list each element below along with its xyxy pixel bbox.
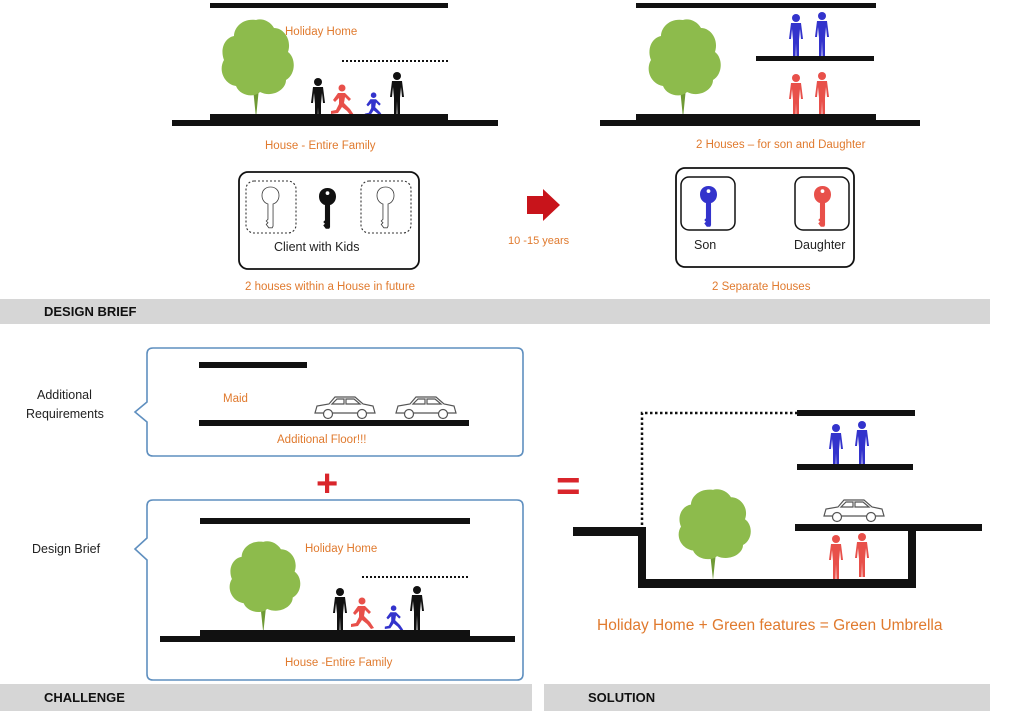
- upper-floor-line: [756, 56, 874, 61]
- person-icon: [815, 12, 829, 56]
- time-arrow: 10 -15 years: [508, 189, 570, 247]
- person-icon: [789, 14, 803, 58]
- design-brief-callout: Design Brief Holiday Home House -Entire …: [32, 499, 524, 681]
- callout-box: [133, 347, 524, 457]
- person-icon: [815, 72, 829, 116]
- holiday-home-label: Holiday Home: [305, 543, 377, 555]
- two-houses-caption: 2 Houses – for son and Daughter: [696, 139, 866, 151]
- two-houses-within-caption: 2 houses within a House in future: [245, 281, 415, 293]
- roof-line: [210, 3, 448, 8]
- holiday-home-label: Holiday Home: [285, 26, 357, 38]
- additional-floor-caption: Additional Floor!!!: [277, 434, 367, 446]
- keyhole: [820, 189, 825, 193]
- son-label: Son: [694, 238, 716, 252]
- middle-floor-line: [797, 464, 913, 470]
- two-separate-houses-caption: 2 Separate Houses: [712, 281, 811, 293]
- roof-line: [636, 3, 876, 8]
- tree-icon: [678, 489, 751, 580]
- person-icon: [789, 74, 803, 118]
- challenge-bar: [0, 684, 532, 711]
- solution-header: SOLUTION: [588, 690, 655, 705]
- years-label: 10 -15 years: [508, 235, 570, 247]
- keyhole: [325, 191, 330, 195]
- maid-label: Maid: [223, 393, 248, 405]
- dotted-key-box: [245, 180, 297, 234]
- challenge-header: CHALLENGE: [44, 690, 125, 705]
- dotted-umbrella-line: [640, 411, 797, 525]
- person-icon: [855, 421, 869, 465]
- daughter-label: Daughter: [794, 238, 845, 252]
- dotted-key-box: [360, 180, 412, 234]
- running-child-icon: [331, 84, 354, 116]
- additional-label: Additional: [37, 388, 92, 402]
- car-icon: [823, 499, 885, 523]
- top-floor-line: [797, 410, 915, 416]
- top-right-scene: 2 Houses – for son and Daughter: [600, 3, 920, 151]
- solution-bar: [544, 684, 990, 711]
- arrow-right-icon: [527, 189, 560, 221]
- client-with-kids-label: Client with Kids: [274, 240, 359, 254]
- sunken-courtyard: [573, 527, 916, 588]
- solution-scene: Holiday Home + Green features = Green Um…: [573, 410, 982, 634]
- person-icon: [390, 72, 404, 116]
- roof-line: [199, 362, 307, 368]
- separate-houses-box: Son Daughter 2 Separate Houses: [675, 167, 855, 293]
- person-icon: [829, 424, 843, 468]
- floor-line: [199, 420, 469, 426]
- house-entire-family-caption: House -Entire Family: [285, 657, 393, 669]
- equals-symbol: =: [556, 462, 581, 509]
- additional-requirements-callout: Additional Requirements Maid Additional …: [26, 347, 524, 457]
- design-brief-bar: [0, 299, 990, 324]
- design-brief-label: Design Brief: [32, 542, 101, 556]
- roof-line: [200, 518, 470, 524]
- plinth: [200, 630, 470, 636]
- plinth: [636, 114, 876, 120]
- plinth: [210, 114, 448, 120]
- client-with-kids-box: Client with Kids 2 houses within a House…: [238, 171, 420, 293]
- ground-line: [160, 636, 515, 642]
- solution-caption: Holiday Home + Green features = Green Um…: [597, 617, 943, 634]
- parking-floor-line: [795, 524, 982, 531]
- design-brief-header: DESIGN BRIEF: [44, 304, 137, 319]
- person-icon: [855, 533, 869, 577]
- callout-box: [133, 499, 524, 681]
- keyhole: [706, 189, 711, 193]
- ground-line: [600, 120, 920, 126]
- running-child-icon: [364, 92, 384, 118]
- requirements-label: Requirements: [26, 407, 104, 421]
- ground-line: [172, 120, 498, 126]
- tree-icon: [221, 19, 294, 118]
- person-icon: [829, 535, 843, 579]
- house-entire-family-caption: House - Entire Family: [265, 140, 376, 152]
- plus-symbol: +: [316, 463, 338, 505]
- top-left-scene: Holiday Home House - Entire Family: [172, 3, 498, 152]
- tree-icon: [648, 19, 721, 118]
